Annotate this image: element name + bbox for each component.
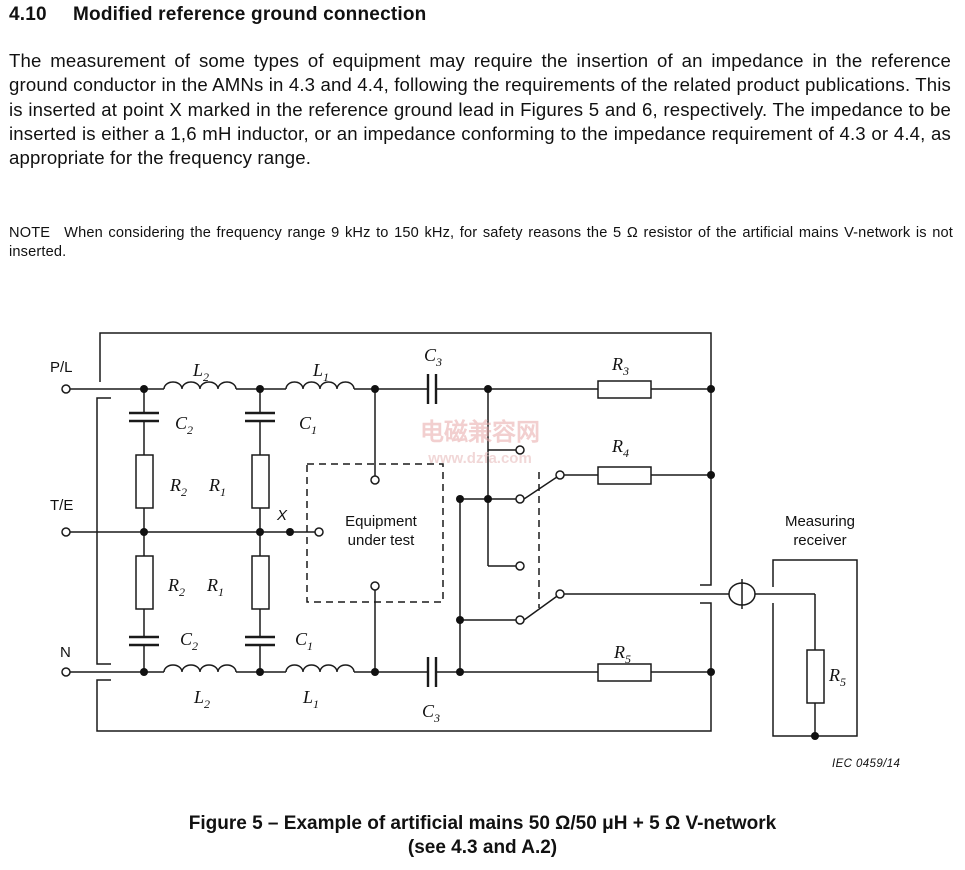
label-r2-top: R2	[169, 475, 187, 499]
label-c3-top: C3	[424, 345, 442, 369]
label-l1-top: L1	[312, 360, 329, 384]
label-r2-bottom: R2	[167, 575, 185, 599]
capacitor-c3-top	[426, 374, 438, 404]
label-r3: R3	[611, 354, 629, 378]
label-te: T/E	[50, 497, 73, 514]
junction-dot	[484, 495, 492, 503]
enclosure-top	[99, 332, 712, 586]
caption-line2: (see 4.3 and A.2)	[407, 837, 558, 858]
inductor-l1-top	[285, 381, 355, 390]
iec-reference: IEC 0459/14	[832, 758, 901, 770]
capacitor-c3-bottom	[426, 657, 438, 687]
figure-caption: Figure 5 – Example of artificial mains 5…	[0, 812, 965, 860]
eut-label-line1: Equipment	[345, 513, 418, 530]
inductor-l2-top	[163, 381, 237, 390]
section-heading: 4.10 Modified reference ground connection	[9, 4, 426, 26]
resistor-r1-bottom	[251, 555, 270, 610]
label-r5-receiver: R5	[828, 665, 846, 689]
junction-dot	[371, 385, 379, 393]
label-c2-top: C2	[175, 413, 193, 437]
capacitor-c1-bottom	[245, 635, 275, 647]
capacitor-c1-top	[245, 411, 275, 423]
capacitor-c2-top	[129, 411, 159, 423]
label-r4: R4	[611, 436, 629, 460]
junction-dot	[140, 528, 148, 536]
resistor-r1-top	[251, 454, 270, 509]
resistor-r4	[597, 466, 652, 485]
circuit-diagram: 电磁兼容网 www.dzfa.com P/L T/E N X L2 L1 C3 …	[50, 332, 858, 740]
label-pl: P/L	[50, 359, 73, 376]
label-r1-top: R1	[208, 475, 226, 499]
label-r5-network: R5	[613, 642, 631, 666]
label-l2-bottom: L2	[193, 687, 210, 711]
section-title: Modified reference ground connection	[73, 4, 427, 25]
watermark-url: www.dzfa.com	[427, 450, 532, 467]
junction-dot	[707, 668, 715, 676]
label-c1-bottom: C1	[295, 629, 313, 653]
junction-dot	[456, 668, 464, 676]
junction-dot	[707, 385, 715, 393]
terminal-n	[61, 667, 71, 677]
junction-dot	[286, 528, 294, 536]
resistor-r2-bottom	[135, 555, 154, 610]
eut-terminal-middle	[314, 527, 324, 537]
label-c2-bottom: C2	[180, 629, 198, 653]
junction-dot	[371, 668, 379, 676]
terminal-te	[61, 527, 71, 537]
switch-contact	[515, 615, 525, 625]
junction-dot	[256, 385, 264, 393]
eut-terminal-bottom	[370, 581, 380, 591]
receiver-label-line1: Measuring	[785, 513, 855, 530]
switch-contact	[515, 445, 525, 455]
label-l1-bottom: L1	[302, 687, 319, 711]
label-c3-bottom: C3	[422, 701, 440, 725]
label-r1-bottom: R1	[206, 575, 224, 599]
caption-line1: Figure 5 – Example of artificial mains 5…	[188, 813, 777, 834]
resistor-r5-receiver	[806, 649, 825, 704]
label-c1-top: C1	[299, 413, 317, 437]
switch-contact	[515, 561, 525, 571]
receiver-label-line2: receiver	[793, 532, 846, 549]
body-paragraph: The measurement of some types of equipme…	[9, 50, 951, 169]
junction-dot	[140, 385, 148, 393]
junction-dot	[256, 528, 264, 536]
receiver-enclosure	[772, 559, 858, 737]
resistor-r2-top	[135, 454, 154, 509]
eut-terminal-top	[370, 475, 380, 485]
junction-dot	[484, 385, 492, 393]
junction-dot	[456, 616, 464, 624]
label-point-x: X	[276, 507, 288, 524]
terminal-pl	[61, 384, 71, 394]
inductor-l1-bottom	[285, 664, 355, 673]
label-l2-top: L2	[192, 360, 209, 384]
resistor-r5-network	[597, 663, 652, 682]
switch-contact	[555, 470, 565, 480]
resistor-r3	[597, 380, 652, 399]
label-n: N	[60, 644, 71, 661]
switch-contact	[555, 589, 565, 599]
capacitor-c2-bottom	[129, 635, 159, 647]
junction-dot	[707, 471, 715, 479]
enclosure-bottom	[96, 602, 712, 732]
note-text: When considering the frequency range 9 k…	[9, 225, 953, 260]
enclosure-left	[96, 397, 111, 665]
junction-dot	[256, 668, 264, 676]
junction-dot	[456, 495, 464, 503]
inductor-l2-bottom	[163, 664, 237, 673]
note-label: NOTE	[9, 225, 51, 241]
eut-box	[306, 463, 444, 603]
section-number: 4.10	[9, 4, 47, 25]
switch-contact	[515, 494, 525, 504]
eut-label-line2: under test	[348, 532, 416, 549]
junction-dot	[140, 668, 148, 676]
junction-dot	[811, 732, 819, 740]
watermark-cn: 电磁兼容网	[420, 418, 540, 446]
